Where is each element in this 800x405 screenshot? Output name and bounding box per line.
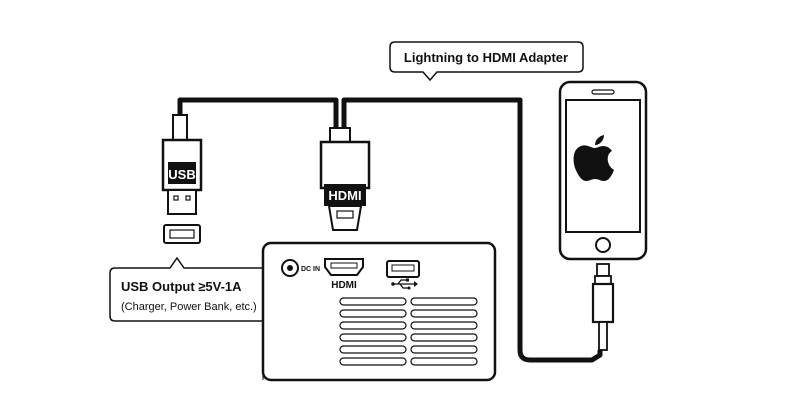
projector-vents	[339, 297, 478, 366]
projector-hdmi-label: HDMI	[331, 280, 357, 291]
projector-hdmi-port: HDMI	[324, 258, 364, 291]
apple-logo-icon	[573, 135, 614, 181]
usb-power-port	[163, 224, 201, 244]
adapter-label: Lightning to HDMI Adapter	[404, 50, 568, 65]
adapter-callout: Lightning to HDMI Adapter	[389, 41, 584, 82]
dc-in-port: DC IN	[281, 259, 320, 277]
projector-body	[261, 241, 497, 382]
hdmi-adapter-cable	[341, 97, 603, 363]
hdmi-plug-label: HDMI	[328, 188, 361, 203]
usb-output-subtitle: (Charger, Power Bank, etc.)	[121, 301, 257, 313]
usb-plug-label: USB	[168, 167, 195, 182]
usb-output-callout: USB Output ≥5V-1A (Charger, Power Bank, …	[109, 256, 271, 322]
usb-output-title: USB Output ≥5V-1A	[121, 279, 242, 294]
iphone	[558, 80, 648, 261]
hdmi-plug: HDMI	[319, 127, 371, 231]
usb-cable	[177, 97, 339, 128]
dc-in-label: DC IN	[301, 266, 320, 273]
usb-icon	[391, 278, 418, 290]
usb-plug: USB	[161, 114, 203, 215]
lightning-connector	[591, 263, 615, 351]
projector-usb-port	[386, 260, 420, 290]
home-button-icon	[595, 237, 611, 253]
